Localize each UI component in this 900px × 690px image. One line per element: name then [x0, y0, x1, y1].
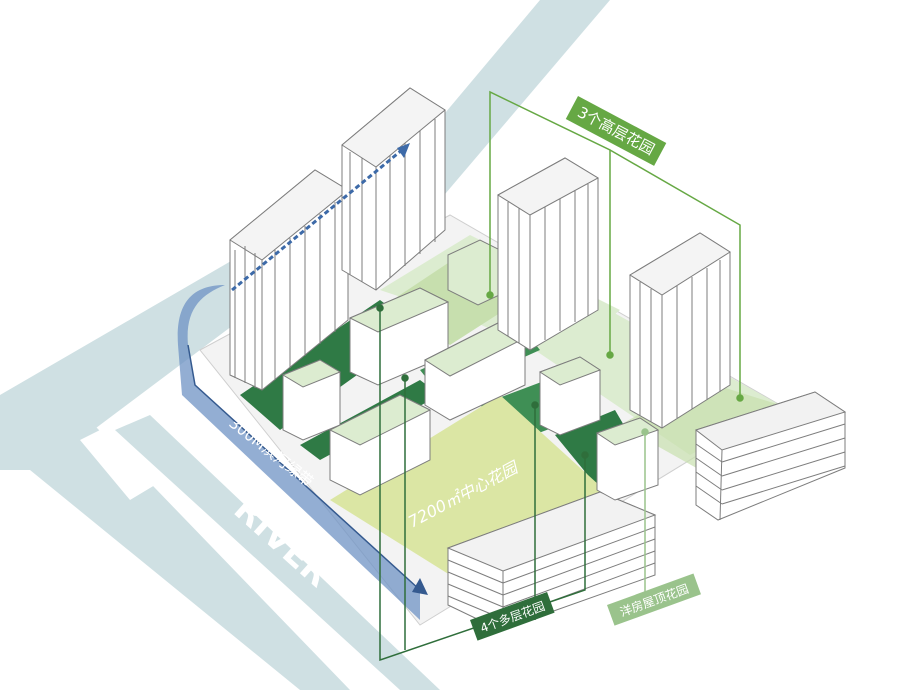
dashed-direction-arrow: [231, 143, 410, 292]
high-garden-callout-lines: [486, 90, 744, 402]
low-buildings: [281, 239, 847, 631]
high-rise-towers: [229, 87, 731, 429]
greenbelt-path: [177, 285, 428, 620]
high-gardens-text: 3个高层花园: [574, 103, 657, 159]
roof-garden-callout-line: [641, 428, 649, 595]
high-gardens-label: 3个高层花园: [565, 96, 667, 166]
